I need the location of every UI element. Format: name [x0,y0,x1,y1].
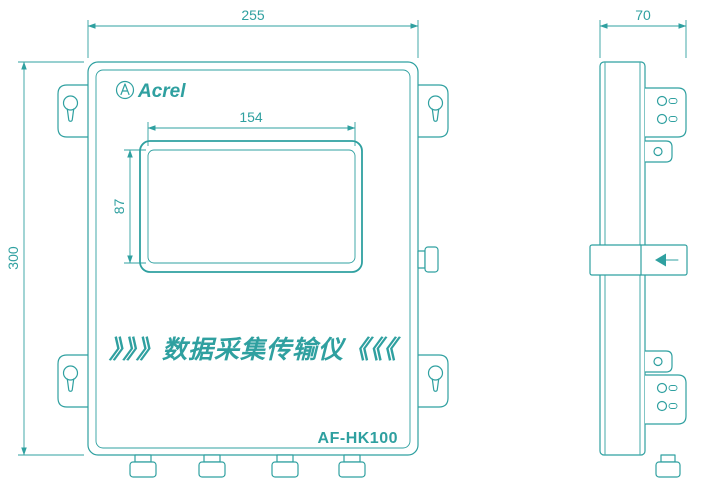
cable-gland [198,454,226,478]
mounting-ear-bottom-left [57,354,88,408]
clamp-arrow-icon [655,253,666,267]
cable-gland [655,454,681,478]
product-name-label: 》》》数据采集传输仪《《《 [108,336,401,364]
keyhole-icon [62,365,79,381]
mounting-ear-bottom-right [418,354,449,408]
keyhole-icon [427,95,444,111]
dim-screen-height-value: 87 [111,199,127,215]
dim-screen-width: 154 [147,109,356,146]
dim-front-height-value: 300 [5,246,21,270]
acrel-logo-icon [115,80,135,100]
display-bezel [139,140,363,273]
dim-front-width: 255 [87,7,419,58]
side-flange-bottom [645,350,687,425]
dim-side-depth-value: 70 [635,7,651,23]
keyhole-icon [427,365,444,381]
keyhole-icon [62,95,79,111]
enclosure-inner-cover [95,69,411,449]
front-view: Acrel 》》》数据采集传输仪《《《 AF-HK100 [57,61,449,478]
display-screen [147,149,356,264]
dimension-annotations: 255 70 300 154 87 [5,7,687,456]
cable-glands [129,454,366,478]
mounting-ear-top-right [418,84,449,138]
side-flange-top [645,87,687,163]
side-view [589,61,688,478]
cable-gland [129,454,157,478]
dim-side-depth: 70 [599,7,687,58]
side-antenna-connector [417,246,439,273]
dim-screen-width-value: 154 [239,109,263,125]
dim-front-height: 300 [5,61,84,456]
acrel-logo: Acrel [115,80,186,102]
din-rail-clamp [589,244,688,276]
mounting-ear-top-left [57,84,88,138]
brand-logo-text: Acrel [137,81,186,102]
dim-front-width-value: 255 [241,7,265,23]
dim-screen-height: 87 [111,149,146,264]
cable-gland [271,454,299,478]
model-number-label: AF-HK100 [318,430,398,447]
cable-gland [338,454,366,478]
